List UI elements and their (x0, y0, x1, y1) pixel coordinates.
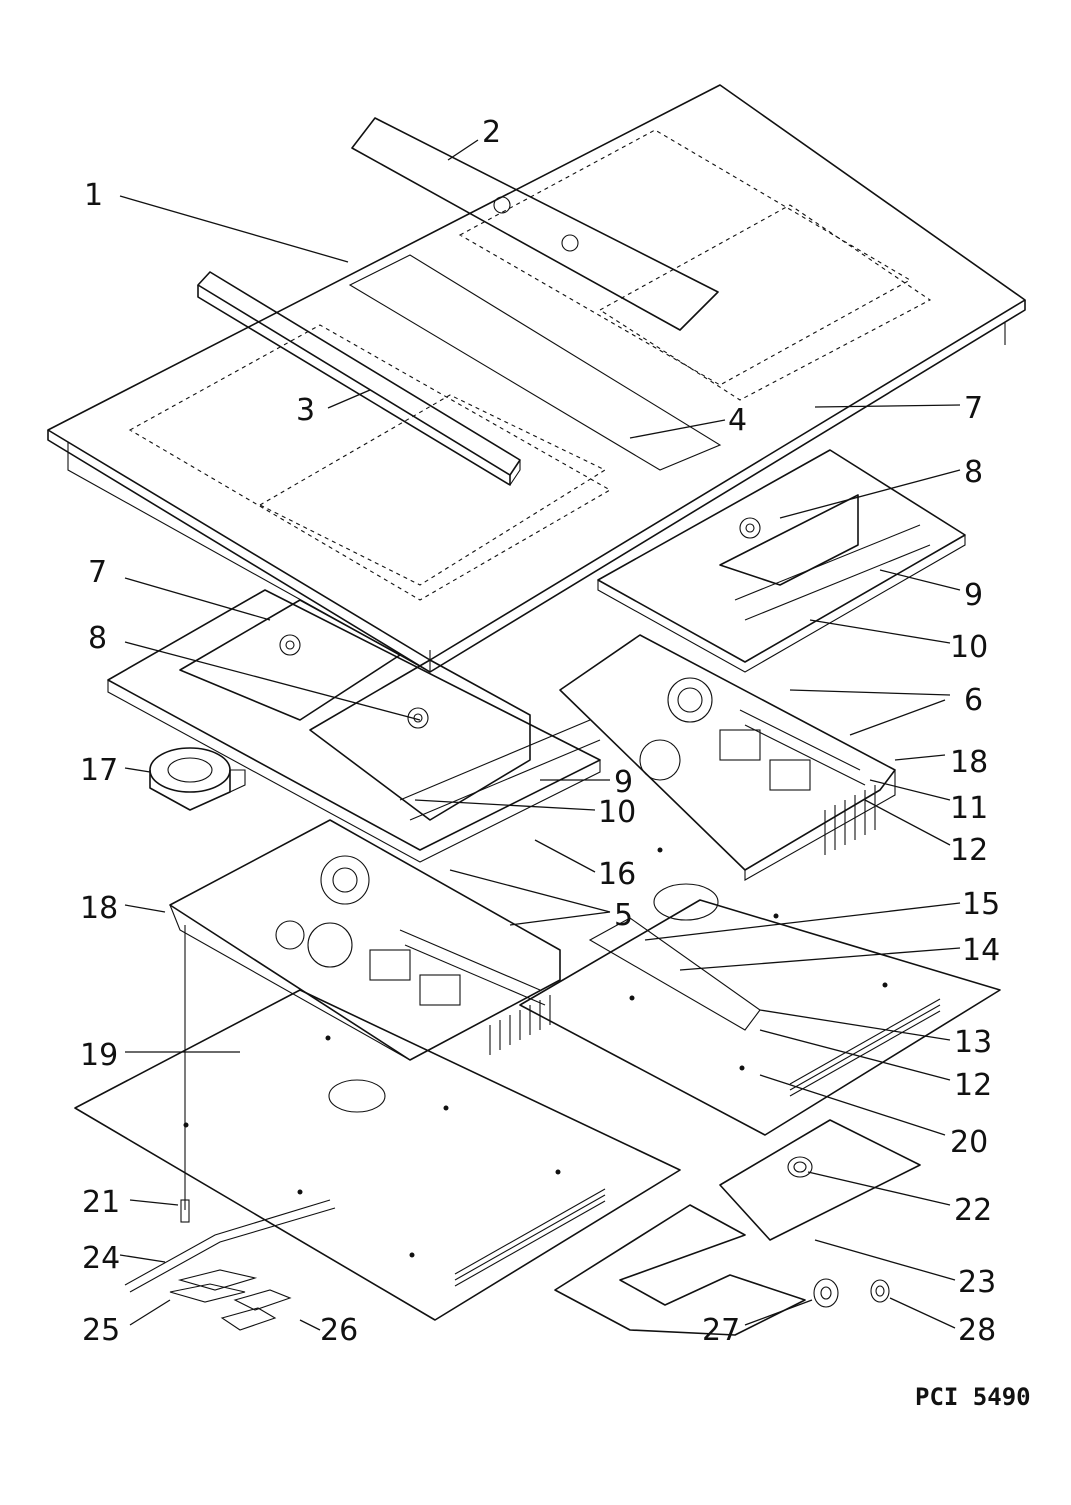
callout-11: 11 (950, 791, 988, 826)
callout-13: 13 (954, 1025, 992, 1060)
callout-2: 2 (482, 115, 501, 150)
base-plate-left (74, 989, 681, 1321)
callout-23: 23 (958, 1265, 996, 1300)
callout-9-right: 9 (964, 578, 983, 613)
callout-3: 3 (296, 393, 315, 428)
callout-7-left: 7 (88, 555, 107, 590)
screw (180, 925, 190, 1223)
shield-sheet (554, 1119, 921, 1336)
callout-25: 25 (82, 1313, 120, 1348)
callout-10-right: 10 (950, 630, 988, 665)
profile-rail (197, 271, 521, 486)
callout-7-right: 7 (964, 391, 983, 426)
callout-12-right: 12 (950, 833, 988, 868)
callout-4: 4 (728, 403, 747, 438)
leader-lines (119, 139, 961, 1331)
callout-18-left: 18 (80, 891, 118, 926)
callout-1: 1 (84, 178, 103, 213)
callout-14: 14 (962, 933, 1000, 968)
callout-26: 26 (320, 1313, 358, 1348)
base-plate-right (519, 847, 1001, 1136)
glass-top-plate (47, 84, 1026, 673)
callout-12-lower: 12 (954, 1068, 992, 1103)
callout-16: 16 (598, 857, 636, 892)
callout-labels: 1 2 3 4 7 8 9 10 7 8 6 18 11 17 9 12 10 … (80, 115, 1000, 1348)
left-tray (107, 589, 601, 863)
callout-20: 20 (950, 1125, 988, 1160)
callout-19: 19 (80, 1038, 118, 1073)
right-power-board (559, 634, 896, 881)
cable-and-terminals (124, 1199, 336, 1331)
left-power-board (169, 819, 561, 1061)
callout-10-center: 10 (598, 795, 636, 830)
washers (813, 1278, 890, 1308)
callout-24: 24 (82, 1241, 120, 1276)
callout-28: 28 (958, 1313, 996, 1348)
right-tray (597, 449, 966, 673)
callout-5: 5 (614, 898, 633, 933)
callout-9-center: 9 (614, 765, 633, 800)
callout-15: 15 (962, 887, 1000, 922)
trim-strip (351, 117, 719, 331)
callout-8-right: 8 (964, 455, 983, 490)
callout-17: 17 (80, 753, 118, 788)
callout-6: 6 (964, 683, 983, 718)
cooling-fan (149, 747, 246, 811)
callout-22: 22 (954, 1193, 992, 1228)
callout-21: 21 (82, 1185, 120, 1220)
callout-18-right: 18 (950, 745, 988, 780)
callout-27: 27 (702, 1313, 740, 1348)
callout-8-left: 8 (88, 621, 107, 656)
drawing-code: PCI 5490 (915, 1383, 1031, 1411)
